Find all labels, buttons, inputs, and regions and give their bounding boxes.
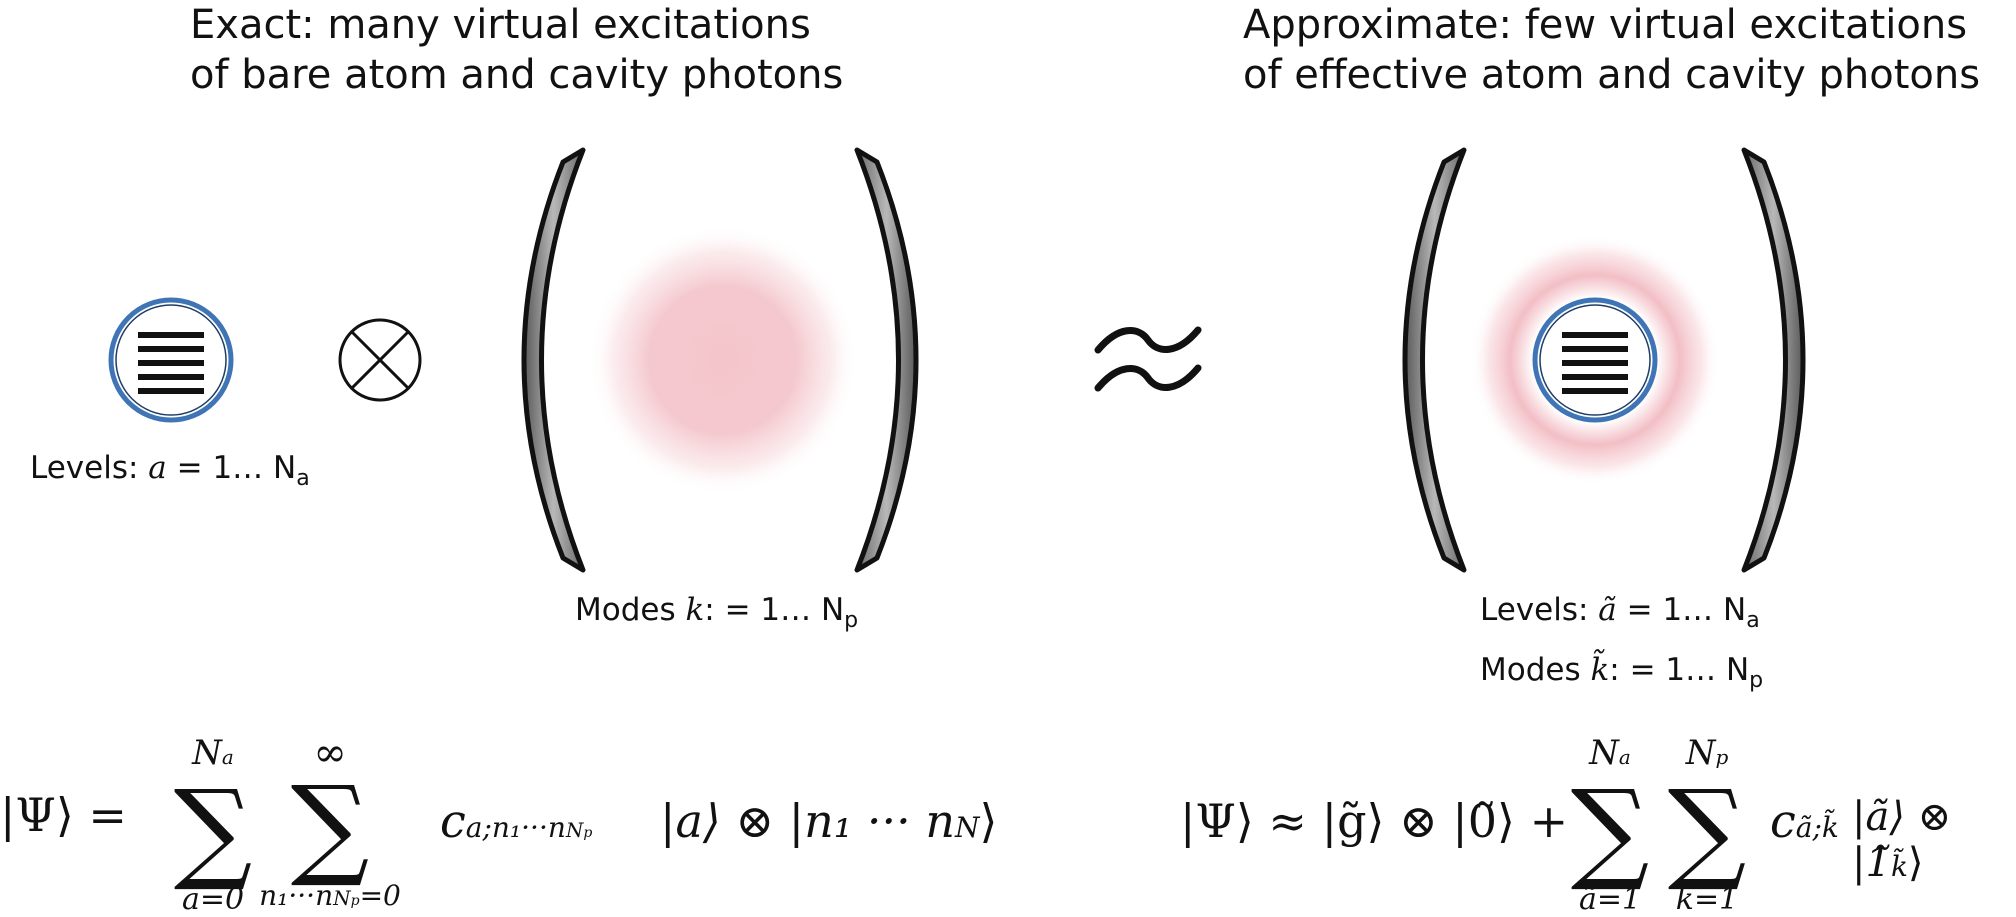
atom-levels-icon <box>1532 297 1658 423</box>
coef-main: c <box>1770 794 1796 848</box>
sum2-bottom-main: n₁···n <box>259 879 334 912</box>
left-eq-coef: ca;n₁···nNp <box>440 794 592 848</box>
photon-cloud-icon <box>588 225 858 495</box>
left-eq-psi: |Ψ⟩ = <box>0 788 127 842</box>
levels-var: a <box>148 450 167 486</box>
approx-icon <box>1094 326 1202 392</box>
left-title-line2: of bare atom and cavity photons <box>190 52 844 98</box>
modes-var: k <box>685 592 705 628</box>
tail-end: ⟩ <box>979 794 998 848</box>
tail-main: |ã⟩ ⊗ |1̃ <box>1852 794 1952 886</box>
levels-var: ã <box>1598 592 1617 628</box>
coef-main: c <box>440 794 466 848</box>
right-eq-sum2: Np ∑ k̃=1 <box>1652 735 1762 915</box>
sum2-top: Np <box>1652 735 1762 775</box>
modes-range: : = 1… N <box>704 592 845 628</box>
modes-sub: p <box>844 608 859 633</box>
sum1-top: Na <box>128 735 298 775</box>
tail-sub: k̃ <box>1890 850 1908 883</box>
levels-sub: a <box>296 466 310 491</box>
levels-range: = 1… N <box>166 450 297 486</box>
sum2-sigma: ∑ <box>290 762 370 890</box>
cavity-mirror-icon <box>1402 147 1467 573</box>
sum1-sigma: ∑ <box>1570 766 1650 894</box>
sum2-bottom-tail: =0 <box>359 879 401 912</box>
right-eq-sum1: Na ∑ ã=1 <box>1555 735 1665 915</box>
levels-range: = 1… N <box>1616 592 1747 628</box>
sum1-top-main: N <box>1589 733 1619 773</box>
sum1-top-sub: a <box>1618 745 1631 769</box>
cavity-mirror-icon <box>854 147 919 573</box>
coef-sub2: N <box>565 818 584 842</box>
sum1-bottom: ã=1 <box>1578 882 1642 917</box>
left-eq-tail: |a⟩ ⊗ |n₁ ··· nN⟩ <box>660 794 997 848</box>
left-eq-sum1: Na ∑ a=0 <box>128 735 298 915</box>
sum2-bottom-sub: N <box>333 886 351 910</box>
cavity-mirror-icon <box>1741 147 1806 573</box>
tail-end: ⟩ <box>1907 840 1924 886</box>
left-levels-label: Levels: a = 1… Na <box>30 450 310 491</box>
levels-prefix: Levels: <box>1480 592 1599 628</box>
modes-sub: p <box>1749 668 1764 693</box>
sum1-sigma: ∑ <box>173 766 253 894</box>
coef-sub: a;n₁···n <box>465 811 566 844</box>
sum2-top: ∞ <box>313 730 347 776</box>
sum2-top-main: N <box>1685 733 1716 773</box>
modes-range: : = 1… N <box>1609 652 1750 688</box>
tensor-product-icon <box>338 318 422 402</box>
modes-prefix: Modes <box>1480 652 1591 688</box>
sum2-top-sub: p <box>1715 745 1729 769</box>
right-eq-coef: cã;k̃ <box>1770 794 1839 848</box>
sum2-sigma: ∑ <box>1667 766 1747 894</box>
right-eq-psi: |Ψ⟩ ≈ |g̃⟩ ⊗ |0̃⟩ + <box>1180 794 1569 848</box>
tail-sub: N <box>954 811 980 844</box>
right-modes-label: Modes k̃: = 1… Np <box>1480 652 1763 693</box>
sum1-top-sub: a <box>221 745 234 769</box>
right-title-line1: Approximate: few virtual excitations <box>1243 2 1968 48</box>
right-eq-tail: |ã⟩ ⊗ |1̃k̃⟩ <box>1852 794 2016 886</box>
right-title-line2: of effective atom and cavity photons <box>1243 52 1981 98</box>
left-eq-sum2: ∞ ∑ n₁···nNp=0 <box>215 730 445 916</box>
left-title-line1: Exact: many virtual excitations <box>190 2 811 48</box>
sum2-bottom: k̃=1 <box>1675 882 1739 917</box>
sum1-top: Na <box>1555 735 1665 775</box>
coef-sub3: p <box>583 825 593 841</box>
modes-var: k̃ <box>1590 652 1610 688</box>
atom-levels-icon <box>108 297 234 423</box>
cavity-mirror-icon <box>521 147 586 573</box>
sum2-bottom: n₁···nNp=0 <box>215 881 445 916</box>
levels-prefix: Levels: <box>30 450 149 486</box>
sum2-bottom-subsub: p <box>350 893 360 909</box>
levels-sub: a <box>1746 608 1760 633</box>
tail-main: |a⟩ ⊗ |n₁ ··· n <box>660 794 955 848</box>
sum1-top-main: N <box>192 733 222 773</box>
coef-sub: ã;k̃ <box>1795 811 1839 844</box>
modes-prefix: Modes <box>575 592 686 628</box>
left-modes-label: Modes k: = 1… Np <box>575 592 858 633</box>
right-levels-label: Levels: ã = 1… Na <box>1480 592 1760 633</box>
